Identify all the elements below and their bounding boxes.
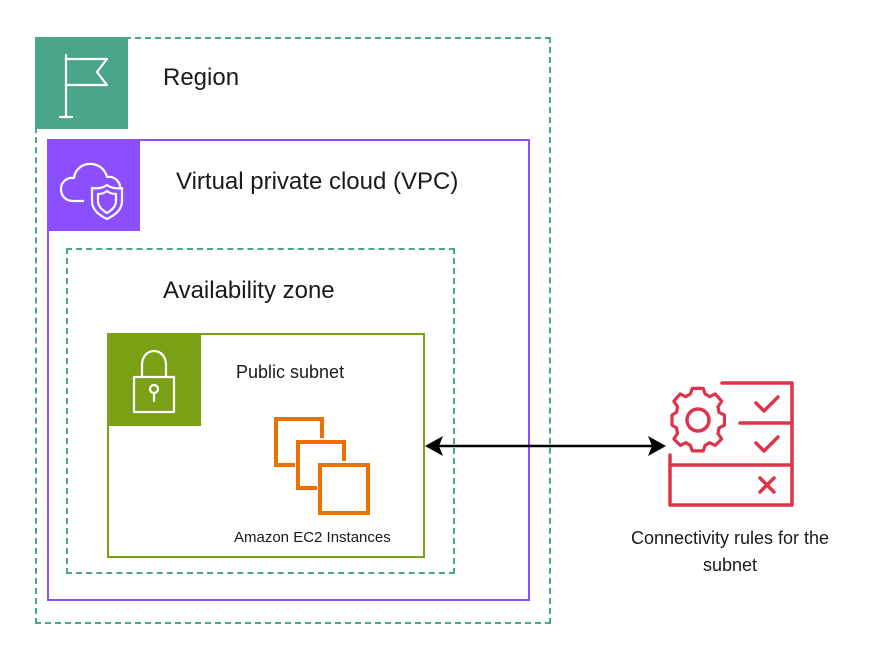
availability-zone-container bbox=[66, 248, 455, 574]
public-subnet-container bbox=[107, 333, 425, 558]
region-container bbox=[35, 37, 551, 624]
cloud-shield-icon bbox=[47, 139, 140, 231]
connectivity-rules-label-line1: Connectivity rules for the bbox=[630, 528, 830, 548]
connectivity-rules-label: Connectivity rules for the subnet bbox=[600, 525, 860, 579]
double-arrow-icon bbox=[423, 433, 668, 459]
rules-checklist-icon bbox=[664, 381, 796, 509]
connectivity-rules-label-line2: subnet bbox=[702, 555, 758, 575]
ec2-instances-label: Amazon EC2 Instances bbox=[234, 529, 391, 546]
public-subnet-label: Public subnet bbox=[236, 362, 345, 382]
padlock-icon bbox=[107, 333, 201, 426]
vpc-label: Virtual private cloud (VPC) bbox=[176, 168, 459, 195]
availability-zone-label: Availability zone bbox=[163, 277, 335, 304]
region-label: Region bbox=[163, 64, 240, 91]
ec2-instances-icon bbox=[270, 413, 378, 517]
flag-icon bbox=[35, 37, 128, 129]
vpc-container bbox=[47, 139, 530, 601]
